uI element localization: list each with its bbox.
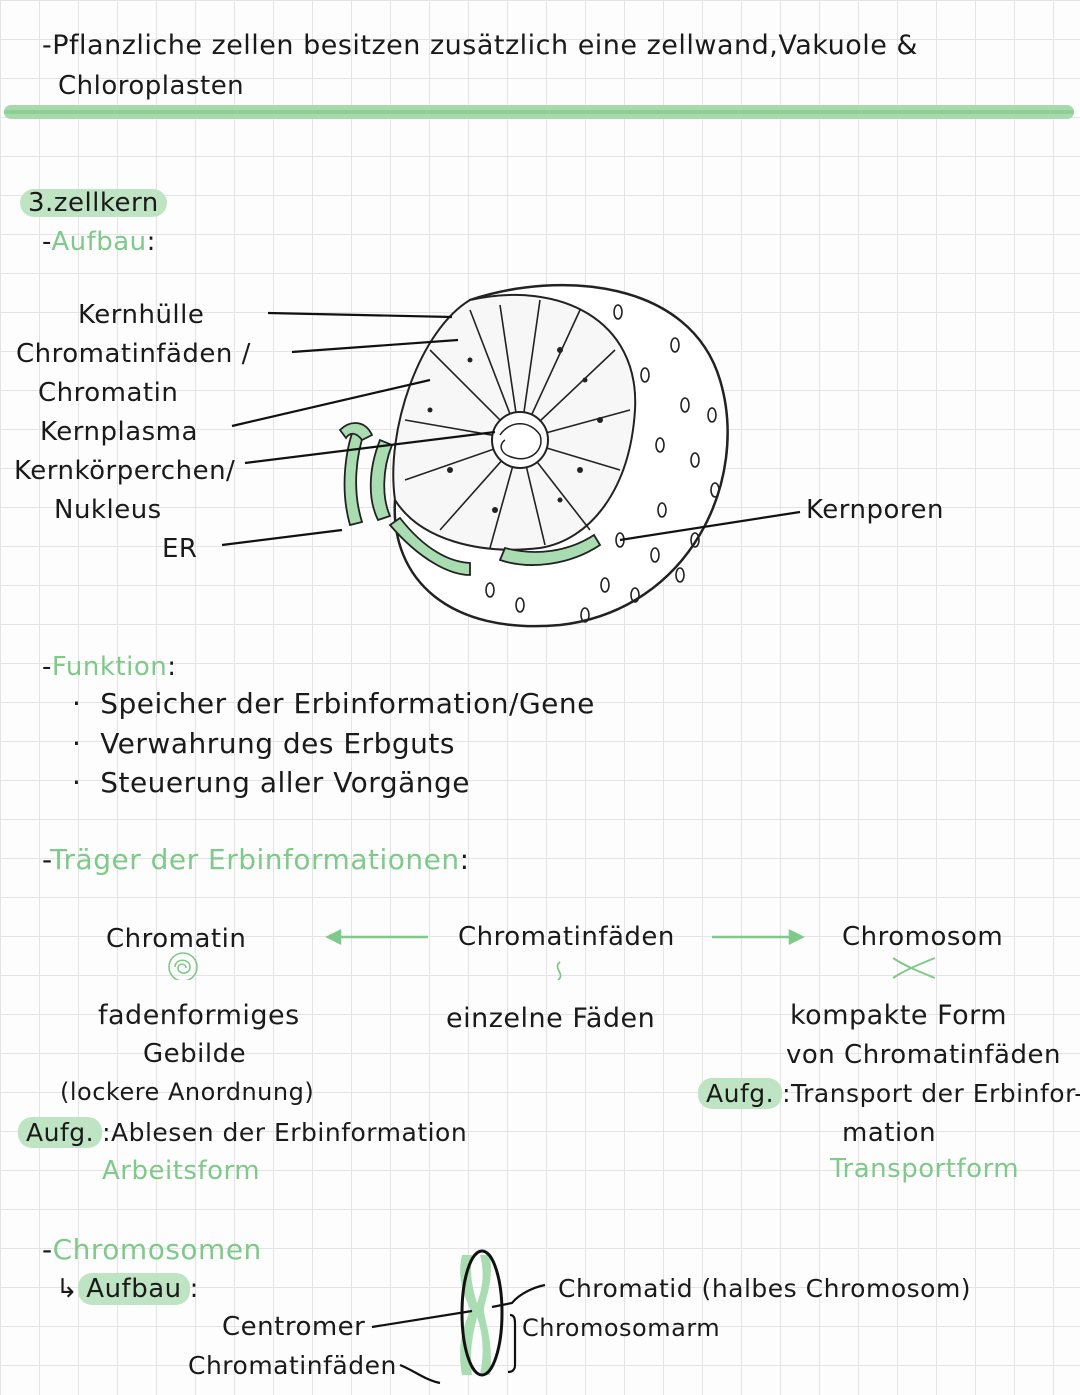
funktion-heading: -Funktion: (42, 654, 177, 680)
label-kernporen: Kernporen (806, 495, 944, 525)
traeger-colon: : (459, 843, 470, 876)
funktion-item-3-text: Steuerung aller Vorgänge (100, 766, 470, 799)
label-chromatinfaeden: Chromatinfäden / (16, 339, 251, 369)
chromatin-form: Arbeitsform (102, 1156, 261, 1186)
label-kernkoerperchen: Kernkörperchen/ (14, 456, 236, 486)
chromosom-desc-2: von Chromatinfäden (786, 1040, 1061, 1070)
chromatin-thread-icon (556, 961, 562, 980)
funktion-colon: : (167, 652, 177, 682)
chromatin-aufg-label: Aufg. (18, 1117, 103, 1148)
traeger-dash: - (42, 843, 51, 876)
chromosomen-dash: - (42, 1233, 53, 1266)
chromatinfaeden-desc: einzelne Fäden (446, 1003, 656, 1034)
chromatin-desc-1: fadenformiges (98, 1000, 300, 1031)
traeger-arrows (168, 928, 936, 980)
label-chromosomarm: Chromosomarm (522, 1314, 721, 1342)
label-centromer: Centromer (222, 1312, 366, 1342)
aufbau-label: Aufbau (51, 227, 147, 257)
chromatin-title: Chromatin (106, 924, 247, 954)
chromosome-x-icon (892, 957, 936, 979)
label-nukleus: Nukleus (54, 495, 162, 525)
chromosomen-aufbau: ↳Aufbau: (56, 1273, 199, 1305)
funktion-item-1-text: Speicher der Erbinformation/Gene (100, 687, 595, 720)
section-title: 3.zellkern (20, 189, 167, 217)
traeger-label: Träger der Erbinformationen (50, 843, 460, 876)
funktion-item-2: · Verwahrung des Erbguts (72, 727, 455, 760)
chromosom-desc-1: kompakte Form (790, 1000, 1008, 1031)
label-kernhuelle: Kernhülle (78, 300, 205, 330)
chromosomen-aufbau-colon: : (189, 1274, 199, 1304)
funktion-item-2-text: Verwahrung des Erbguts (100, 727, 455, 760)
intro-line-1: -Pflanzliche zellen besitzen zusätzlich … (42, 30, 918, 61)
aufbau-heading: -Aufbau: (42, 229, 156, 255)
aufbau-dash: - (42, 227, 52, 257)
aufbau-colon: : (146, 227, 156, 257)
chromosomen-label: Chromosomen (52, 1233, 262, 1266)
chromatin-aufg: Aufg.:Ablesen der Erbinformation (18, 1117, 468, 1148)
funktion-dash: - (42, 652, 52, 682)
label-chromatid: Chromatid (halbes Chromosom) (558, 1274, 972, 1303)
chromatinfaeden-title: Chromatinfäden (458, 922, 675, 952)
chromosom-form: Transportform (830, 1154, 1020, 1184)
funktion-item-1: · Speicher der Erbinformation/Gene (72, 687, 595, 720)
chromosom-aufg-label: Aufg. (698, 1078, 783, 1109)
funktion-label: Funktion (51, 652, 168, 682)
intro-line-2: Chloroplasten (58, 71, 245, 101)
section-divider (4, 105, 1074, 119)
chromatin-desc-2: Gebilde (143, 1039, 247, 1069)
funktion-item-3: · Steuerung aller Vorgänge (72, 766, 470, 799)
label-chromosom-chromatinfaeden: Chromatinfäden (188, 1351, 397, 1380)
chromatin-desc-3: (lockere Anordnung) (60, 1078, 315, 1106)
label-chromatin: Chromatin (38, 378, 179, 408)
chromosomen-heading: -Chromosomen (42, 1236, 262, 1264)
chromatin-aufg-text: :Ablesen der Erbinformation (102, 1118, 468, 1147)
label-er: ER (162, 534, 198, 564)
chromosome-diagram (371, 1249, 546, 1385)
chromosomen-aufbau-arrow: ↳ (56, 1274, 79, 1304)
traeger-heading: -Träger der Erbinformationen: (42, 846, 470, 874)
nucleus-diagram (221, 283, 801, 628)
label-kernplasma: Kernplasma (40, 417, 198, 447)
chromosom-aufg: Aufg.:Transport der Erbinfor- (698, 1078, 1080, 1109)
chromosomen-aufbau-label: Aufbau (78, 1273, 190, 1305)
chromosom-title: Chromosom (842, 922, 1004, 952)
chromosom-aufg-text: :Transport der Erbinfor- (782, 1079, 1080, 1108)
chromatin-swirl-icon (168, 952, 198, 980)
chromosom-desc-3: mation (842, 1118, 937, 1148)
